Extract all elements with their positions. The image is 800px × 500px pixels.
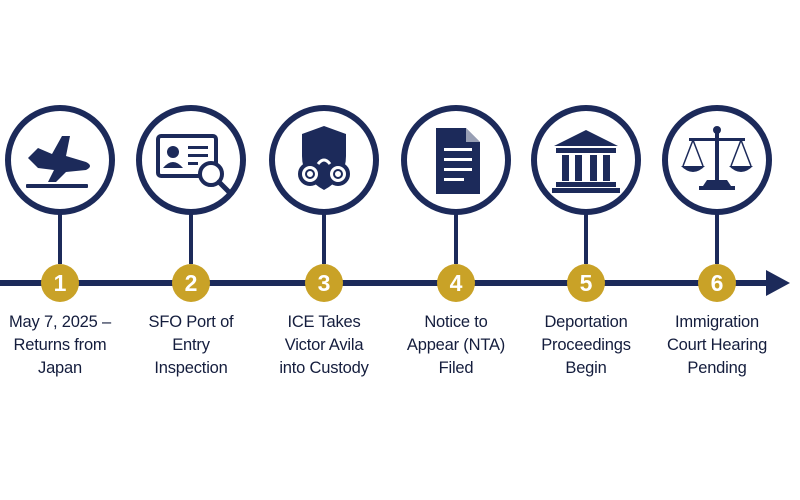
step-5-badge-circle <box>567 264 605 302</box>
step-5-icon-circle <box>531 105 641 215</box>
step-3-number: 3 <box>318 270 331 296</box>
shield-handcuffs-icon <box>298 126 350 190</box>
id-card-magnifier-icon <box>156 134 232 195</box>
timeline-arrowhead <box>766 270 790 296</box>
step-4-number: 4 <box>450 270 463 296</box>
document-icon <box>436 128 480 194</box>
step-1-icon-circle <box>5 105 115 215</box>
step-5-badge: 5 <box>567 264 605 302</box>
step-6-icon-circle <box>662 105 772 215</box>
step-4-badge-circle <box>437 264 475 302</box>
step-5-number: 5 <box>580 270 593 296</box>
courthouse-icon <box>552 130 620 193</box>
step-6-badge: 6 <box>698 264 736 302</box>
scales-of-justice-icon <box>681 126 753 190</box>
step-1-number: 1 <box>54 270 67 296</box>
step-1-badge: 1 <box>41 264 79 302</box>
airplane-icon <box>26 136 90 188</box>
step-2-icon-circle <box>136 105 246 215</box>
step-3-badge-circle <box>305 264 343 302</box>
step-4-badge: 4 <box>437 264 475 302</box>
step-2-badge: 2 <box>172 264 210 302</box>
step-3-icon-circle <box>269 105 379 215</box>
step-3-badge: 3 <box>305 264 343 302</box>
step-2-number: 2 <box>185 270 198 296</box>
step-2-badge-circle <box>172 264 210 302</box>
step-1-badge-circle <box>41 264 79 302</box>
step-4-icon-circle <box>401 105 511 215</box>
step-6-number: 6 <box>711 270 724 296</box>
step-6-badge-circle <box>698 264 736 302</box>
